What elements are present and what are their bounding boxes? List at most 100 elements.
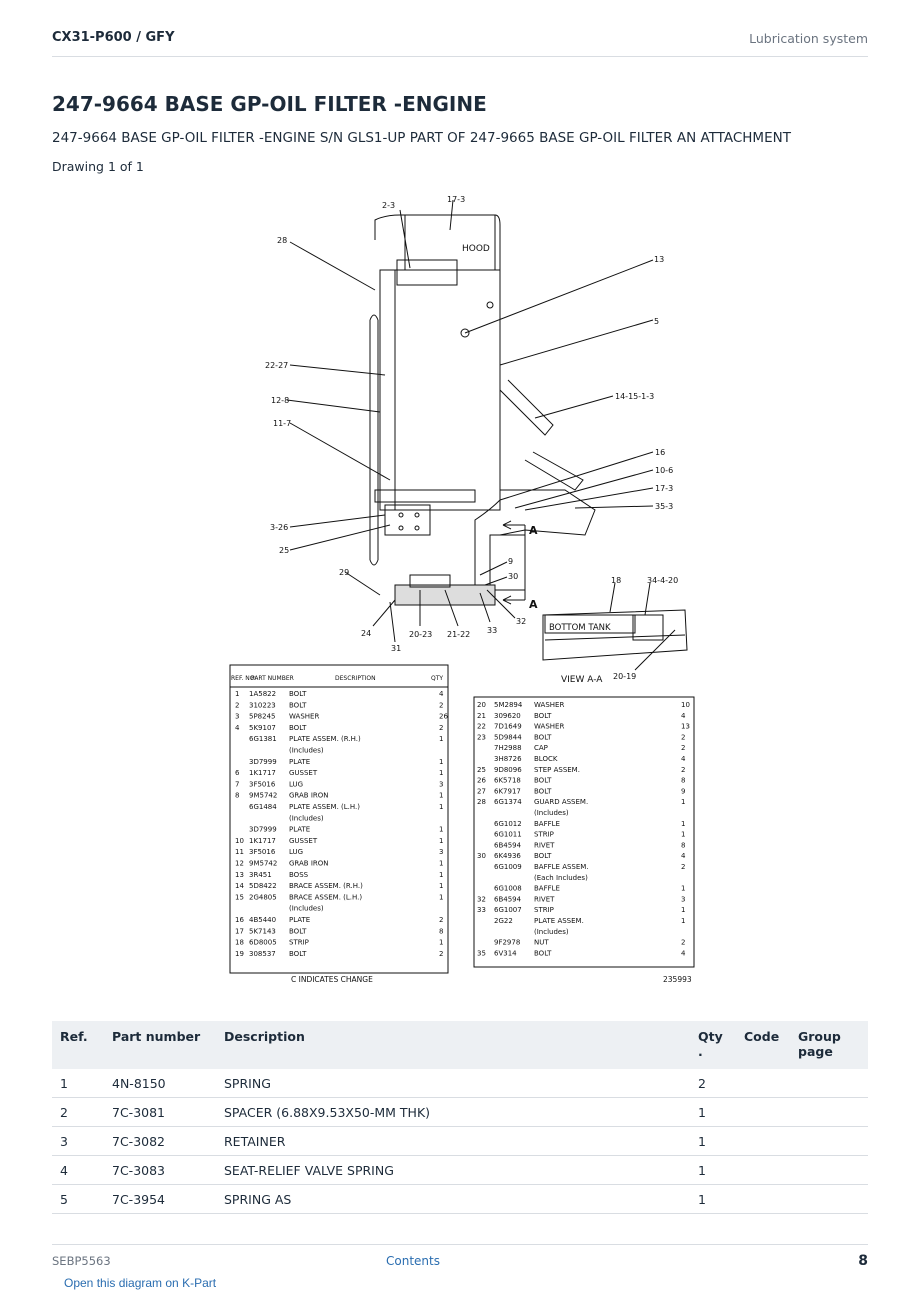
inner-table-cell: BOSS bbox=[289, 871, 309, 879]
page-number: 8 bbox=[858, 1253, 868, 1269]
inner-table-cell: PLATE bbox=[289, 916, 310, 924]
inner-table-cell: BOLT bbox=[534, 852, 552, 860]
inner-table-cell: 1 bbox=[235, 690, 239, 698]
inner-table-cell: BAFFLE bbox=[534, 820, 560, 828]
inner-table-cell: 1K1717 bbox=[249, 769, 276, 777]
inner-table-cell: BOLT bbox=[534, 733, 552, 741]
inner-table-cell: LUG bbox=[289, 848, 303, 856]
inner-table-cell: STEP ASSEM. bbox=[534, 766, 580, 774]
inner-table-cell: 1 bbox=[439, 803, 443, 811]
inner-table-cell: 25 bbox=[477, 766, 486, 774]
col-code: Code bbox=[736, 1021, 790, 1069]
inner-table-cell: BOLT bbox=[534, 712, 552, 720]
inner-table-cell: STRIP bbox=[534, 831, 554, 839]
inner-table-cell: 5K9107 bbox=[249, 724, 276, 732]
inner-table-cell: 4B5440 bbox=[249, 916, 276, 924]
inner-table-cell: 8 bbox=[235, 792, 239, 800]
inner-table-cell: 1 bbox=[439, 735, 443, 743]
col-group-page: Group page bbox=[790, 1021, 868, 1069]
inner-table-cell: 2 bbox=[681, 766, 685, 774]
callout: 21-22 bbox=[447, 630, 470, 639]
inner-table-cell: 5D8422 bbox=[249, 882, 277, 890]
inner-table-cell: BLOCK bbox=[534, 755, 558, 763]
inner-table-cell: 1 bbox=[439, 882, 443, 890]
inner-table-cell: 4 bbox=[681, 755, 686, 763]
inner-header-ref: REF. NO. bbox=[231, 675, 256, 682]
cell-group-page bbox=[790, 1097, 868, 1127]
inner-table-cell: PLATE ASSEM. bbox=[534, 917, 584, 925]
callout: 3-26 bbox=[270, 523, 288, 532]
drawing-count: Drawing 1 of 1 bbox=[52, 159, 144, 174]
inner-table-cell: 1 bbox=[681, 831, 685, 839]
inner-table-cell: 6 bbox=[235, 769, 240, 777]
inner-table-cell: 6G1381 bbox=[249, 735, 277, 743]
inner-table-cell: 6G1009 bbox=[494, 863, 522, 871]
inner-table-cell: 6G1008 bbox=[494, 885, 522, 893]
inner-table-cell: BOLT bbox=[534, 777, 552, 785]
cell-qty: 2 bbox=[690, 1069, 736, 1098]
cell-part-number: 7C-3081 bbox=[104, 1097, 216, 1127]
callout: 14-15-1-3 bbox=[615, 392, 654, 401]
callout: 5 bbox=[654, 317, 659, 326]
inner-table-cell: 2G4805 bbox=[249, 893, 277, 901]
inner-table-cell: 8 bbox=[439, 927, 443, 935]
parts-diagram[interactable]: HOOD BOTTOM TANK VIEW A-A A A 2-3 17-3 2… bbox=[225, 190, 705, 990]
inner-table-cell: 1 bbox=[439, 893, 443, 901]
callout: 12-8 bbox=[271, 396, 289, 405]
inner-table-cell: GUSSET bbox=[289, 769, 318, 777]
contents-link[interactable]: Contents bbox=[386, 1254, 440, 1268]
inner-table-cell: WASHER bbox=[534, 701, 564, 709]
callout: 24 bbox=[361, 629, 371, 638]
inner-table-cell: 3 bbox=[439, 848, 443, 856]
bottom-tank-label: BOTTOM TANK bbox=[549, 623, 611, 633]
cell-description: SPRING bbox=[216, 1069, 690, 1098]
inner-table-cell: 1 bbox=[681, 906, 685, 914]
cell-group-page bbox=[790, 1126, 868, 1156]
inner-table-cell: (Includes) bbox=[289, 814, 324, 822]
inner-table-cell: 2 bbox=[439, 724, 443, 732]
inner-table-cell: 1 bbox=[681, 820, 685, 828]
inner-table-cell: STRIP bbox=[534, 906, 554, 914]
inner-table-cell: BOLT bbox=[289, 724, 307, 732]
cell-ref: 3 bbox=[52, 1126, 104, 1156]
inner-table-cell: 2G22 bbox=[494, 917, 513, 925]
inner-table-cell: 1 bbox=[681, 885, 685, 893]
inner-table-cell: 33 bbox=[477, 906, 486, 914]
inner-table-cell: 6K7917 bbox=[494, 787, 521, 795]
cell-qty: 1 bbox=[690, 1155, 736, 1185]
inner-table-cell: BOLT bbox=[534, 787, 552, 795]
inner-table-cell: RIVET bbox=[534, 841, 555, 849]
open-kpart-link[interactable]: Open this diagram on K-Part bbox=[64, 1276, 217, 1290]
inner-table-cell: 2 bbox=[681, 744, 685, 752]
callout: 2-3 bbox=[382, 201, 395, 210]
inner-table-cell: 18 bbox=[235, 939, 244, 947]
inner-table-cell: 5P8245 bbox=[249, 713, 276, 721]
callout: 13 bbox=[654, 255, 664, 264]
page-title: 247-9664 BASE GP-OIL FILTER -ENGINE bbox=[52, 92, 487, 116]
parts-table-header: Ref. Part number Description Qty . Code … bbox=[52, 1021, 868, 1069]
inner-table-cell: 1 bbox=[681, 917, 685, 925]
view-label: VIEW A-A bbox=[561, 675, 603, 685]
inner-table-cell: 310223 bbox=[249, 701, 276, 709]
inner-table-cell: 13 bbox=[235, 871, 244, 879]
inner-table-cell: PLATE bbox=[289, 758, 310, 766]
inner-table-cell: 3F5016 bbox=[249, 848, 276, 856]
inner-table-cell: 30 bbox=[477, 852, 486, 860]
cell-description: SPRING AS bbox=[216, 1184, 690, 1214]
page-header: CX31-P600 / GFY Lubrication system bbox=[52, 28, 868, 57]
callout: 31 bbox=[391, 644, 401, 653]
page-subtitle: 247-9664 BASE GP-OIL FILTER -ENGINE S/N … bbox=[52, 130, 791, 146]
cell-part-number: 4N-8150 bbox=[104, 1069, 216, 1098]
cell-ref: 1 bbox=[52, 1069, 104, 1098]
inner-table-cell: 1 bbox=[439, 758, 443, 766]
cell-description: SEAT-RELIEF VALVE SPRING bbox=[216, 1155, 690, 1185]
callout: 35-3 bbox=[655, 502, 673, 511]
inner-table-cell: GRAB IRON bbox=[289, 860, 329, 868]
inner-table-cell: 1A5822 bbox=[249, 690, 276, 698]
inner-table-cell: 8 bbox=[681, 777, 685, 785]
cell-group-page bbox=[790, 1184, 868, 1214]
inner-table-cell: 22 bbox=[477, 723, 486, 731]
inner-table-cell: BOLT bbox=[289, 701, 307, 709]
cell-code bbox=[736, 1097, 790, 1127]
